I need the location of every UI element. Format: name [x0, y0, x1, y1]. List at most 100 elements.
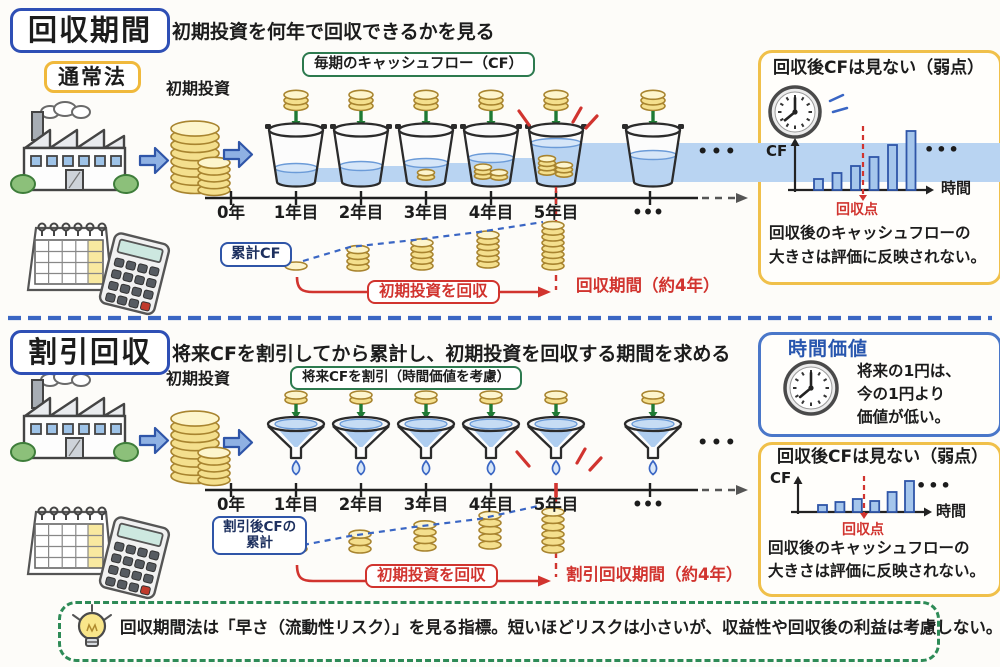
panel1-title: 回収後CFは見ない（弱点）	[773, 58, 985, 78]
discounted-cumulative-label: 割引後CFの 累計	[212, 516, 308, 556]
cumulative-trend-line	[302, 220, 544, 263]
initial-investment-label: 初期投資	[166, 79, 231, 98]
panel2-line3: 価値が低い。	[857, 408, 951, 426]
cash-in-arrow-icon	[291, 111, 301, 128]
panel2-line2: 今の1円より	[857, 385, 945, 403]
tick-year3: 3年目	[403, 203, 449, 222]
cash-in-arrow-icon	[356, 404, 366, 419]
cumulative-cf-coins	[410, 238, 434, 271]
tick2-year4: 4年目	[468, 495, 514, 514]
cumulative-cf-label: 累計CF	[220, 242, 292, 267]
blue-arrow-icon	[222, 140, 254, 169]
tick2-ellipsis: •••	[632, 495, 664, 514]
discount-cashflow-box-label: 将来CFを割引（時間価値を考慮）	[290, 366, 523, 390]
tick-year4: 4年目	[468, 203, 514, 222]
blue-arrow-icon	[138, 146, 170, 175]
cashflow-box-label: 毎期のキャッシュフロー（CF）	[302, 52, 536, 77]
panel2-line1: 将来の1円は、	[857, 362, 961, 380]
panel3-caption-2: 大きさは評価に反映されない。	[768, 562, 986, 580]
coin-stack-icon	[479, 390, 503, 405]
coin-stack-icon	[414, 390, 438, 405]
panel3-title: 回収後CFは見ない（弱点）	[777, 447, 989, 467]
emphasis-marks-icon	[515, 447, 603, 472]
bucket-row-ellipsis: •••	[697, 142, 739, 162]
page-title: 回収期間	[10, 8, 171, 54]
coin-stack-icon	[413, 89, 439, 112]
coin-stack-icon	[543, 89, 569, 112]
coin-stack-icon	[478, 89, 504, 112]
cumulative-cf-coins	[541, 220, 565, 271]
funnel-row-ellipsis: •••	[697, 433, 739, 453]
cash-in-arrow-icon	[356, 111, 366, 128]
cumulative-cf-coins	[478, 510, 502, 550]
coin-stack-icon	[473, 163, 493, 181]
cumulative-cf-coins	[476, 230, 500, 269]
discount-title: 割引回収	[10, 330, 171, 376]
coin-stack-icon	[641, 390, 665, 405]
factory-icon	[10, 101, 139, 194]
tick-year2: 2年目	[338, 203, 384, 222]
panel-weakness-bottom	[758, 442, 1000, 597]
panel3-time-axis-label: 時間	[936, 502, 967, 520]
payback-period-label: 回収期間（約4年）	[576, 276, 720, 295]
discounted-cumulative-line2: 累計	[246, 534, 274, 551]
water-drop-icon	[291, 459, 301, 476]
initial-investment-coins	[197, 446, 231, 487]
panel1-cf-axis-label: CF	[766, 142, 788, 160]
coin-stack-icon	[348, 89, 374, 112]
recover-investment-box-2: 初期投資を回収	[365, 564, 498, 588]
water-drop-icon	[421, 459, 431, 476]
coin-stack-icon	[284, 390, 308, 405]
panel1-caption-1: 回収後のキャッシュフローの	[769, 224, 971, 242]
funnel-icon	[396, 415, 456, 476]
page-subtitle: 初期投資を何年で回収できるかを見る	[172, 21, 495, 43]
cumulative-cf-coins	[413, 519, 437, 552]
initial-investment-coins	[170, 410, 220, 485]
panel1-ellipsis: •••	[924, 140, 961, 159]
panel3-caption-1: 回収後のキャッシュフローの	[768, 539, 970, 557]
tick2-year0: 0年	[217, 495, 245, 514]
water-drop-icon	[486, 459, 496, 476]
discount-subtitle: 将来CFを割引してから累計し、初期投資を回収する期間を求める	[172, 343, 731, 365]
tick2-year5: 5年目	[533, 495, 579, 514]
initial-investment-label-2: 初期投資	[166, 369, 231, 388]
funnel-icon	[623, 415, 683, 476]
funnel-icon	[266, 415, 326, 476]
panel3-cf-axis-label: CF	[770, 469, 792, 487]
coin-stack-icon	[640, 89, 666, 112]
tip-text: 回収期間法は「早さ（流動性リスク）」を見る指標。短いほどリスクは小さいが、収益性…	[120, 618, 1000, 637]
water-drop-icon	[648, 459, 658, 476]
panel3-payback-point-label: 回収点	[842, 522, 884, 538]
cumulative-cf-coins	[346, 244, 370, 272]
panel2-title: 時間価値	[788, 338, 869, 360]
cash-in-arrow-icon	[648, 111, 658, 128]
calendar-icon	[26, 222, 114, 292]
panel1-payback-point-label: 回収点	[836, 202, 878, 218]
panel1-caption-2: 大きさは評価に反映されない。	[769, 248, 987, 266]
cash-in-arrow-icon	[421, 404, 431, 419]
blue-arrow-icon	[138, 426, 170, 455]
cumulative-cf-coins	[348, 529, 372, 554]
water-drop-icon	[551, 459, 561, 476]
calculator-icon	[98, 232, 171, 316]
panel3-ellipsis: •••	[916, 476, 953, 495]
coin-stack-icon	[544, 390, 568, 405]
calculator-icon	[98, 516, 171, 600]
coin-stack-icon	[489, 168, 509, 182]
panel1-time-axis-label: 時間	[941, 179, 972, 197]
badge-normal-method: 通常法	[44, 61, 141, 94]
tick-year1: 1年目	[273, 203, 319, 222]
factory-icon	[10, 369, 139, 462]
cash-in-arrow-icon	[648, 404, 658, 419]
funnel-icon	[526, 415, 586, 476]
coin-stack-icon	[554, 161, 574, 179]
tick-year5: 5年目	[533, 203, 579, 222]
tip-box	[58, 601, 940, 662]
blue-arrow-icon	[222, 428, 254, 457]
cash-in-arrow-icon	[551, 111, 561, 128]
emphasis-marks-icon	[517, 106, 599, 130]
discounted-cumulative-line1: 割引後CFの	[223, 519, 297, 535]
funnel-icon	[331, 415, 391, 476]
recover-investment-box: 初期投資を回収	[367, 280, 500, 304]
